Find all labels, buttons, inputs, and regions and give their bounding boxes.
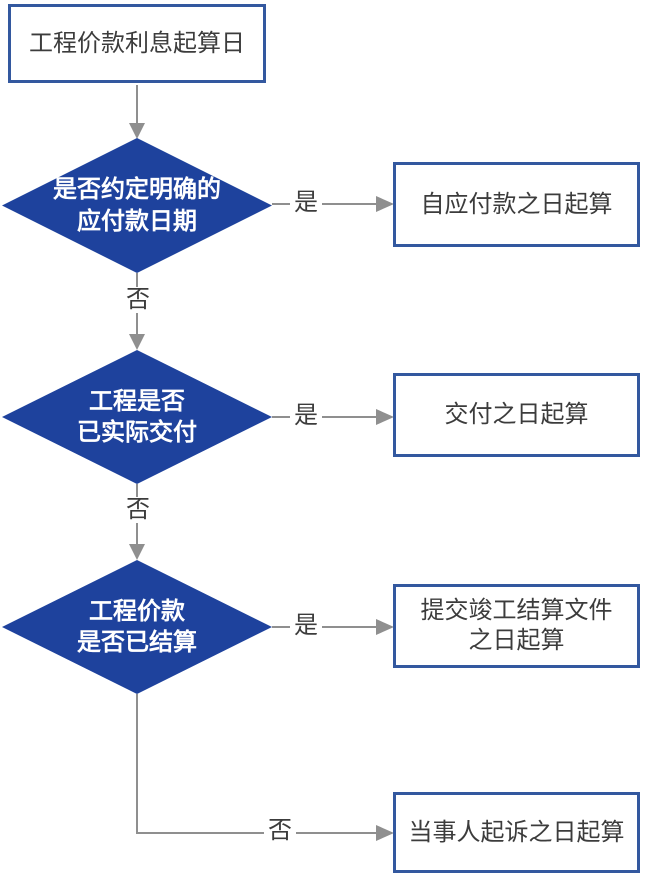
decision1-line1: 是否约定明确的 — [53, 176, 221, 204]
decision3-line1: 工程价款 — [89, 597, 185, 625]
arrowhead-down-2-icon — [129, 334, 145, 350]
decision3-line2: 是否已结算 — [77, 629, 197, 656]
result-node-4: 当事人起诉之日起算 — [393, 792, 640, 873]
connector-decision3-no-vertical — [136, 694, 138, 834]
arrowhead-down-3-icon — [129, 544, 145, 560]
decision2-line1: 工程是否 — [89, 387, 185, 415]
arrowhead-right-1-icon — [376, 196, 394, 212]
edge-label-yes-3: 是 — [290, 612, 322, 640]
connector-start-to-decision1 — [136, 85, 138, 124]
start-node-label: 工程价款利息起算日 — [29, 29, 245, 57]
result3-line1: 提交竣工结算文件 — [420, 597, 613, 624]
edge-label-no-3: 否 — [264, 817, 296, 845]
decision1-line2: 应付款日期 — [77, 207, 197, 235]
result-node-3: 提交竣工结算文件 之日起算 — [393, 584, 640, 668]
result-node-1: 自应付款之日起算 — [393, 162, 640, 247]
arrowhead-right-4-icon — [376, 825, 394, 841]
edge-label-yes-2: 是 — [290, 402, 322, 430]
arrowhead-down-1-icon — [129, 123, 145, 139]
edge-label-yes-1: 是 — [290, 189, 322, 217]
result1-line1: 自应付款之日起算 — [420, 190, 613, 218]
arrowhead-right-3-icon — [376, 619, 394, 635]
decision-node-1: 是否约定明确的 应付款日期 — [2, 138, 272, 273]
result2-line1: 交付之日起算 — [444, 401, 589, 428]
connector-decision1-yes — [272, 203, 376, 205]
decision2-line2: 已实际交付 — [77, 419, 197, 446]
decision-node-3: 工程价款 是否已结算 — [2, 560, 272, 694]
edge-label-no-1: 否 — [122, 286, 154, 314]
connector-decision3-yes — [272, 626, 376, 628]
edge-label-no-2: 否 — [122, 496, 154, 524]
arrowhead-right-2-icon — [376, 409, 394, 425]
decision-node-2: 工程是否 已实际交付 — [2, 350, 272, 484]
start-node: 工程价款利息起算日 — [8, 4, 266, 83]
connector-decision3-no-horizontal — [136, 832, 376, 834]
result-node-2: 交付之日起算 — [393, 373, 640, 457]
connector-decision2-yes — [272, 416, 376, 418]
result4-line1: 当事人起诉之日起算 — [408, 818, 625, 846]
result3-line2: 之日起算 — [468, 627, 565, 654]
